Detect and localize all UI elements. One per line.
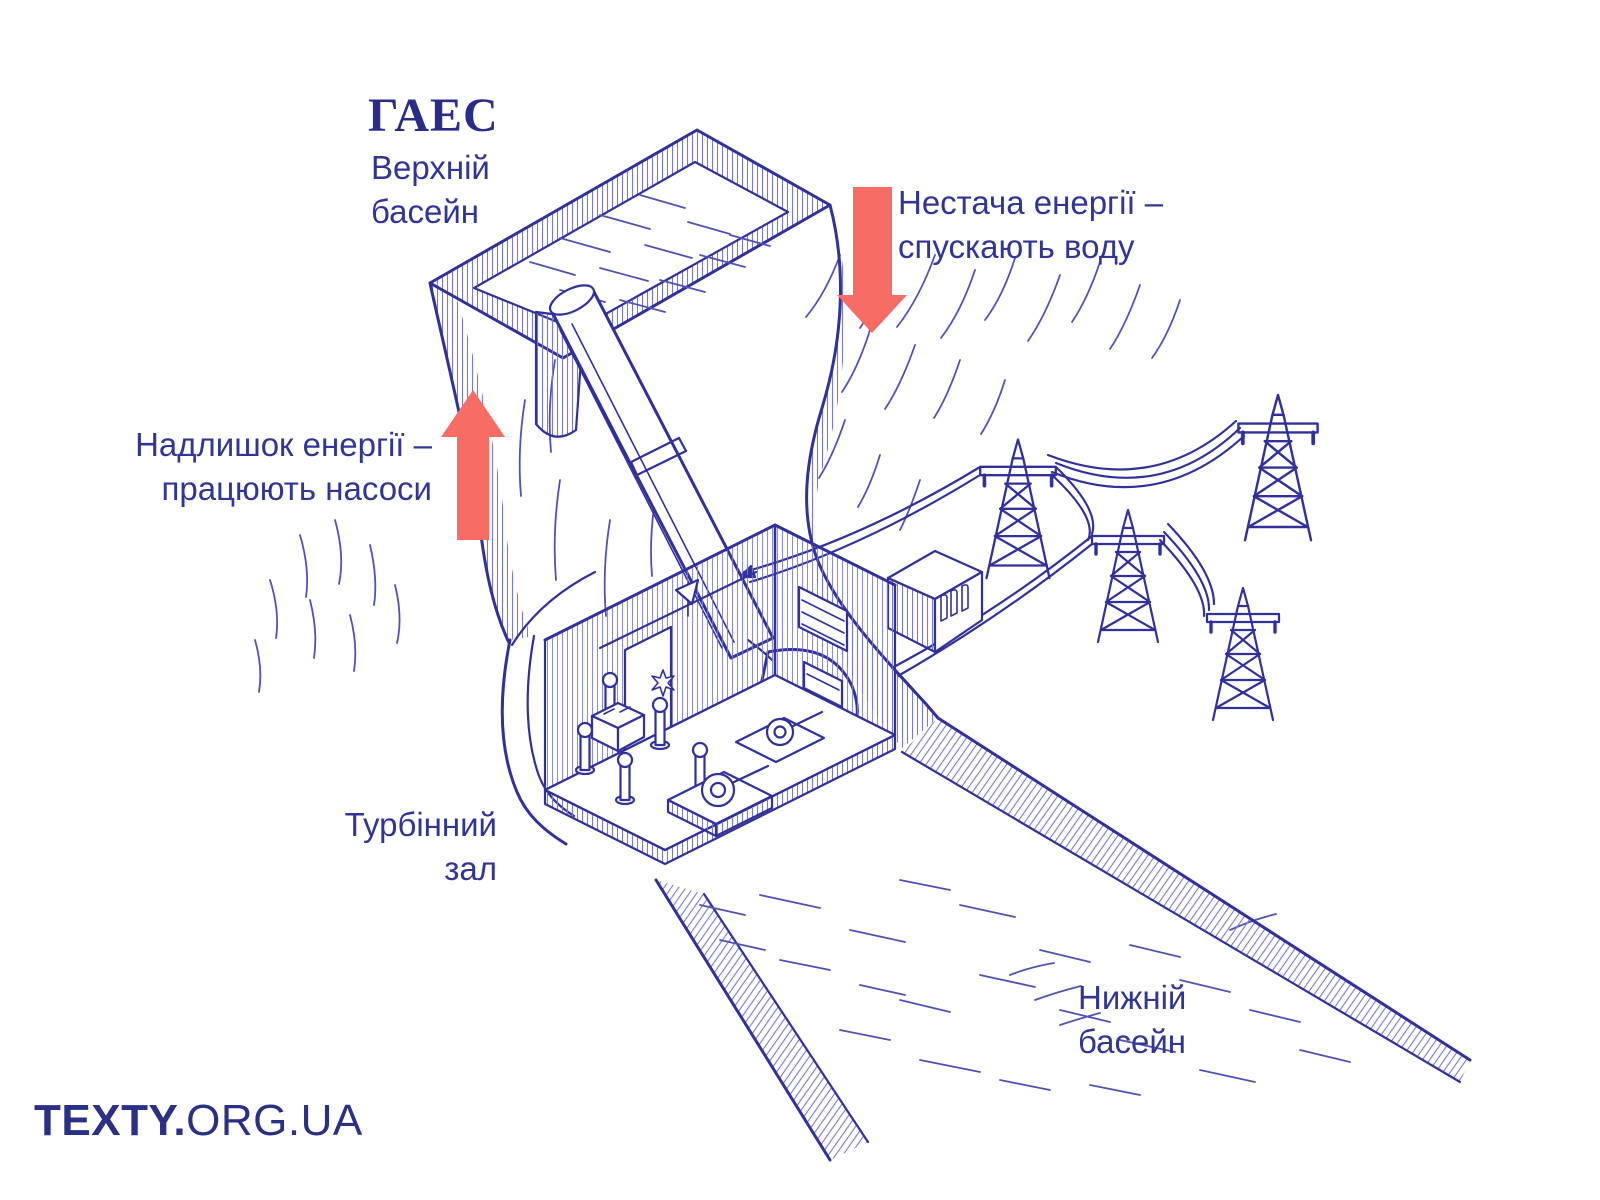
texty-logo: TEXTY.ORG.UA [34,1096,363,1146]
lower-basin-label-line1: Нижній [1078,979,1187,1016]
control-box [590,701,646,753]
texty-logo-light: ORG.UA [186,1096,363,1145]
turbine-unit-2 [734,710,826,764]
energy-deficit-label-line1: Нестача енергії – [898,184,1164,221]
hillside-strokes [254,254,1277,1026]
upper-basin-label: Верхній басейн [371,146,490,233]
turbine-hall-label-line1: Турбінний [344,806,497,843]
pylon-2 [1090,508,1166,644]
energy-surplus-label: Надлишок енергії – працюють насоси [135,423,432,510]
transmission-towers-drawing [978,393,1320,722]
lower-basin-drawing [654,716,1472,1162]
arrow-up-icon [441,390,505,540]
lower-basin-label: Нижній басейн [1078,976,1186,1063]
lower-basin-label-line2: басейн [1078,1022,1187,1060]
upper-basin-label-line1: Верхній [371,149,490,186]
upper-basin-label-line2: басейн [371,192,480,230]
energy-deficit-label: Нестача енергії – спускають воду [898,181,1163,268]
texty-logo-bold: TEXTY. [34,1096,187,1145]
substation-drawing [886,549,984,654]
diagram-title: ГАЕС [368,89,499,142]
pylon-1 [978,437,1058,580]
energy-surplus-label-line2: працюють насоси [161,469,432,507]
arrow-down-icon [837,187,907,333]
turbine-hall-label-line2: зал [444,849,497,887]
energy-surplus-label-line1: Надлишок енергії – [135,426,432,463]
upper-basin-water [529,194,771,313]
turbine-hall-label: Турбінний зал [345,803,497,890]
pylon-4 [1205,586,1281,722]
pylon-3 [1236,393,1320,543]
upper-basin-drawing [428,128,832,360]
energy-deficit-label-line2: спускають воду [898,227,1135,265]
lower-basin-water [699,879,1351,1096]
turbine-hall-drawing [500,523,897,866]
turbine-unit-1 [666,764,774,838]
light-starburst [651,669,675,697]
